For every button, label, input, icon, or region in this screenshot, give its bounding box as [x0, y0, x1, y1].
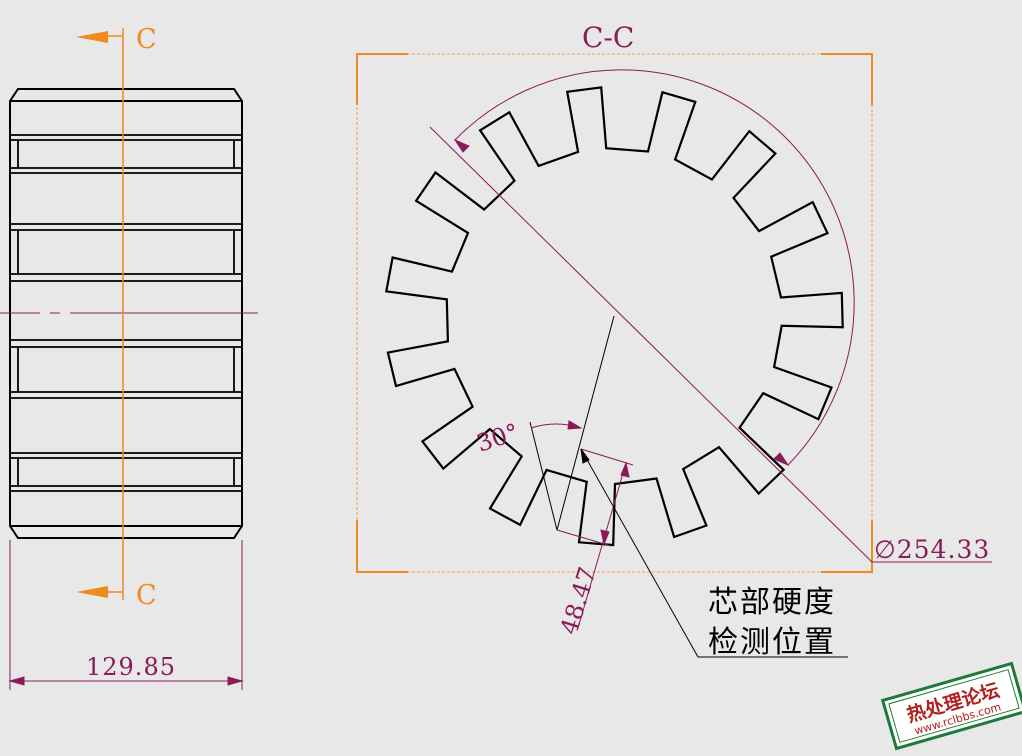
depth-dimension — [556, 448, 634, 629]
diameter-dimension — [429, 126, 992, 563]
side-view-tooth-bands — [10, 134, 242, 492]
diameter-dimension-value: ∅254.33 — [874, 535, 990, 564]
angle-dimension — [530, 420, 583, 430]
outer-diameter-arc — [454, 69, 855, 466]
gear-side-view — [9, 88, 243, 539]
section-marker-top: C — [136, 24, 157, 55]
section-view-frame-corners — [356, 53, 873, 573]
section-arrow-top-icon — [76, 31, 108, 43]
section-arrow-bottom-icon — [76, 586, 108, 598]
width-dimension-value: 129.85 — [86, 653, 176, 681]
side-view-band-edges — [17, 140, 235, 486]
width-dimension — [8, 540, 244, 690]
watermark-stamp: 热处理论坛 www.rclbbs.com — [880, 661, 1022, 751]
section-view-title: C-C — [582, 21, 634, 54]
section-plane-line — [104, 28, 124, 600]
side-view-outline — [9, 88, 243, 539]
note-line-1: 芯部硬度 — [708, 585, 836, 620]
measurement-construction-lines — [529, 315, 615, 531]
note-leader — [580, 448, 848, 658]
section-view-frame — [356, 53, 873, 573]
section-marker-bottom: C — [136, 580, 157, 611]
gear-tooth-outline — [385, 86, 844, 547]
depth-dimension-value: 48.47 — [555, 564, 602, 638]
note-line-2: 检测位置 — [708, 625, 836, 660]
